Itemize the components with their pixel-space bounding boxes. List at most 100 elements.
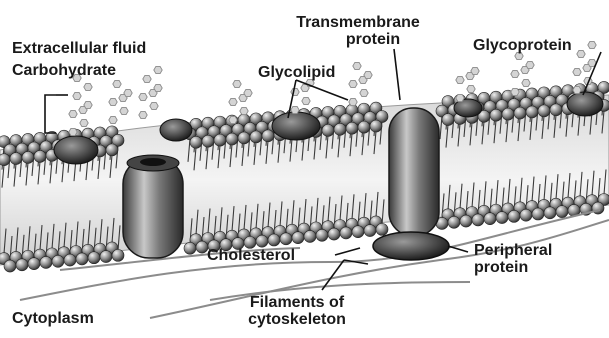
phospholipid-head (250, 131, 262, 143)
sugar-unit (109, 116, 117, 123)
phospholipid-head (202, 135, 214, 147)
phospholipid-head (106, 144, 118, 156)
sugar-unit (467, 85, 475, 92)
transmembrane-protein-label-line1: Transmembrane (268, 14, 448, 31)
phospholipid-head (340, 227, 352, 239)
phospholipid-head (22, 151, 34, 163)
sugar-unit (109, 98, 117, 105)
channel-protein (123, 155, 183, 258)
sugar-unit (113, 80, 121, 87)
phospholipid-head (502, 108, 514, 120)
sugar-unit (150, 102, 158, 109)
phospholipid-head (472, 214, 484, 226)
sugar-unit (577, 50, 585, 57)
sugar-unit (526, 61, 534, 68)
phospholipid-head (496, 212, 508, 224)
sugar-unit (84, 83, 92, 90)
phospholipid-head (538, 105, 550, 117)
phospholipid-head (322, 124, 334, 136)
phospholipid-head (76, 253, 88, 265)
phospholipid-head (64, 254, 76, 266)
phospholipid-head (10, 153, 22, 165)
sugar-unit (229, 116, 237, 123)
sugar-unit (291, 88, 299, 95)
extracellular-fluid-label: Extracellular fluid (12, 40, 146, 57)
phospholipid-head (544, 207, 556, 219)
phospholipid-head (0, 154, 10, 166)
transmembrane-protein (389, 108, 439, 236)
sugar-unit (73, 92, 81, 99)
sugar-unit (233, 80, 241, 87)
peripheral-protein-label-line1: Peripheral (474, 242, 552, 259)
peripheral-protein (373, 232, 449, 260)
sugar-unit (120, 107, 128, 114)
phospholipid-head (376, 223, 388, 235)
sugar-unit (154, 66, 162, 73)
phospholipid-head (448, 216, 460, 228)
phospholipid-head (262, 130, 274, 142)
peripheral-protein-label: Peripheral protein (474, 242, 552, 276)
peripheral-protein-label-line2: protein (474, 259, 552, 276)
sugar-unit (124, 89, 132, 96)
sugar-unit (511, 70, 519, 77)
sugar-unit (353, 62, 361, 69)
transmembrane-protein-label-line2: protein (268, 31, 448, 48)
phospholipid-head (460, 215, 472, 227)
phospholipid-head (334, 123, 346, 135)
sugar-unit (456, 94, 464, 101)
phospholipid-head (88, 252, 100, 264)
phospholipid-head (490, 109, 502, 121)
sugar-unit (69, 128, 77, 135)
phospholipid-head (4, 260, 16, 272)
phospholipid-head (190, 136, 202, 148)
phospholipid-head (184, 242, 196, 254)
phospholipid-head (238, 132, 250, 144)
sugar-unit (240, 107, 248, 114)
phospholipid-head (292, 232, 304, 244)
sugar-unit (522, 79, 530, 86)
sugar-unit (244, 89, 252, 96)
phospholipid-head (346, 122, 358, 134)
cytoplasm-label: Cytoplasm (12, 310, 94, 327)
phospholipid-head (556, 206, 568, 218)
phospholipid-head (268, 234, 280, 246)
phospholipid-head (370, 120, 382, 132)
phospholipid-head (256, 235, 268, 247)
glycoprotein-label: Glycoprotein (473, 37, 572, 54)
sugar-unit (69, 110, 77, 117)
phospholipid-head (484, 213, 496, 225)
sugar-unit (139, 111, 147, 118)
phospholipid-head (526, 106, 538, 118)
phospholipid-head (16, 259, 28, 271)
phospholipid-head (520, 209, 532, 221)
sugar-unit (588, 41, 596, 48)
phospholipid-head (532, 208, 544, 220)
phospholipid-head (226, 133, 238, 145)
carbohydrate-label: Carbohydrate (12, 62, 116, 79)
phospholipid-head (280, 233, 292, 245)
cholesterol-label: Cholesterol (207, 247, 295, 264)
phospholipid-head (328, 228, 340, 240)
sugar-unit (349, 80, 357, 87)
filaments-label-line1: Filaments of (222, 294, 372, 311)
sugar-unit (511, 88, 519, 95)
phospholipid-head (28, 258, 40, 270)
sugar-unit (471, 67, 479, 74)
sugar-unit (364, 71, 372, 78)
sugar-unit (139, 93, 147, 100)
sugar-unit (573, 68, 581, 75)
phospholipid-head (52, 255, 64, 267)
sugar-unit (573, 86, 581, 93)
phospholipid-head (304, 230, 316, 242)
sugar-unit (229, 98, 237, 105)
filaments-label-line2: cytoskeleton (222, 311, 372, 328)
sugar-unit (80, 119, 88, 126)
phospholipid-head (40, 256, 52, 268)
phospholipid-head (550, 104, 562, 116)
phospholipid-head (214, 134, 226, 146)
phospholipid-head (316, 229, 328, 241)
phospholipid-head (364, 225, 376, 237)
phospholipid-head (514, 107, 526, 119)
sugar-unit (302, 97, 310, 104)
